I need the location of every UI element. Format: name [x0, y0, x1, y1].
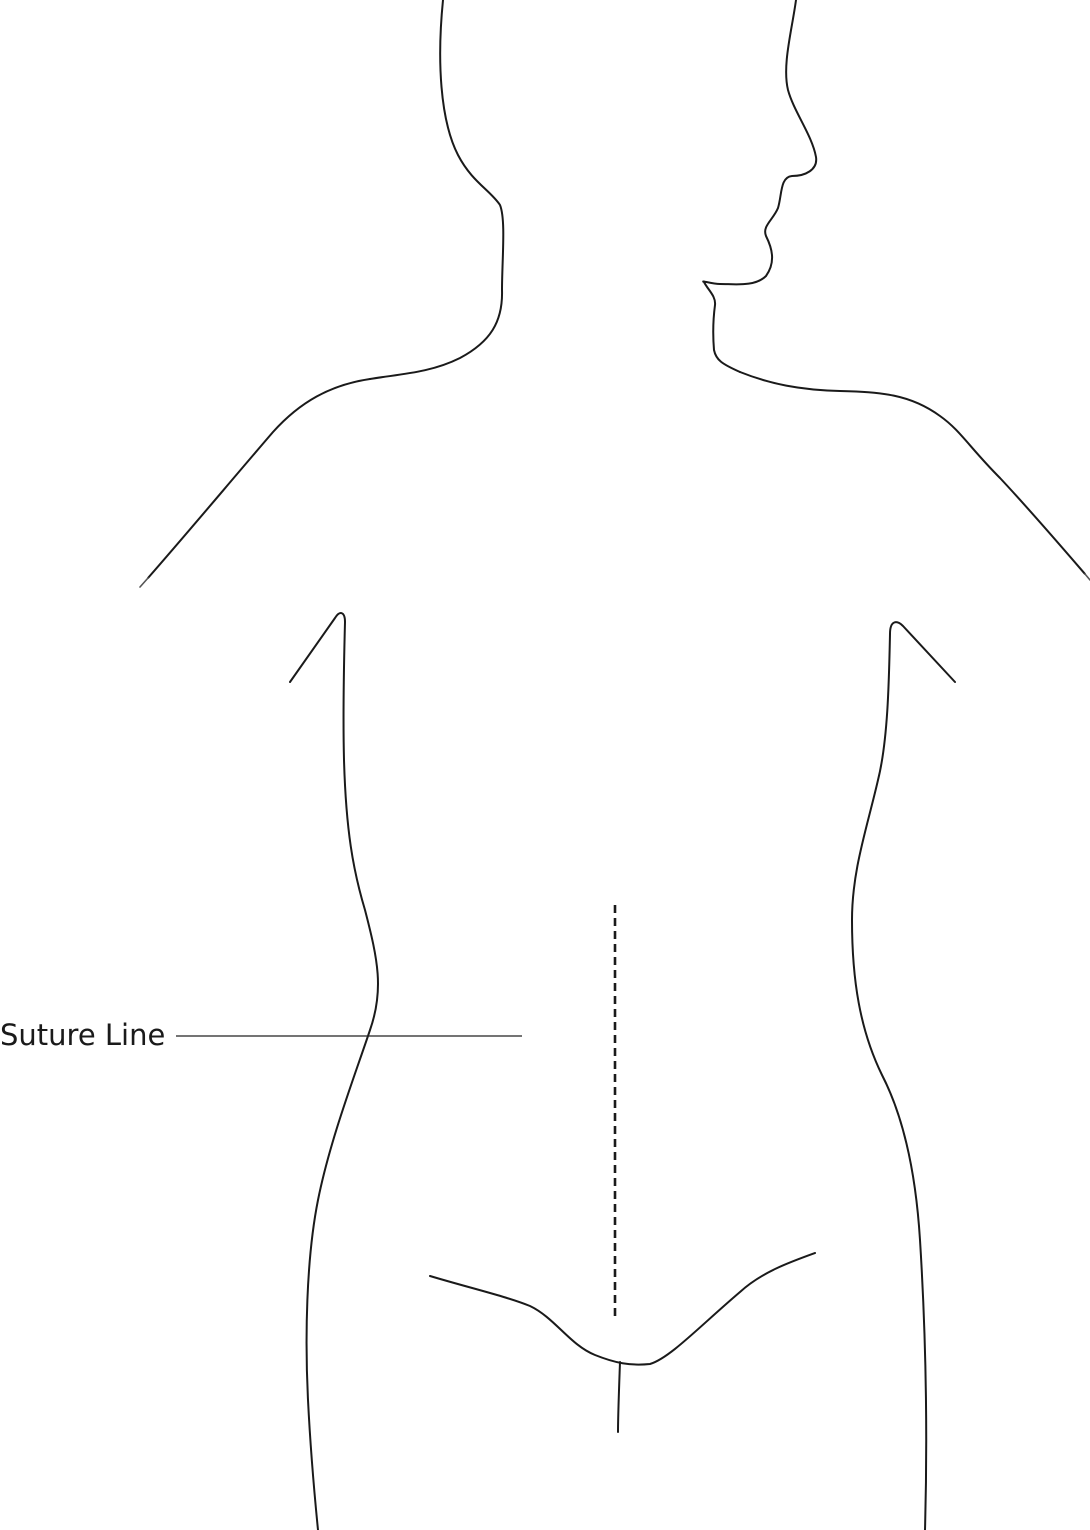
- left-shoulder-outline: [148, 379, 370, 578]
- right-arm-tip: [1085, 574, 1090, 580]
- face-profile-outline: [703, 0, 816, 372]
- suture-line-label: Suture Line: [0, 1014, 165, 1056]
- right-shoulder-outline: [740, 372, 1085, 574]
- left-arm-tip: [140, 578, 148, 587]
- right-torso-outline: [852, 622, 955, 1530]
- head-back-outline: [370, 0, 503, 379]
- groin-outline: [430, 1253, 815, 1365]
- midline-outline: [618, 1362, 620, 1432]
- left-torso-outline: [290, 613, 378, 1530]
